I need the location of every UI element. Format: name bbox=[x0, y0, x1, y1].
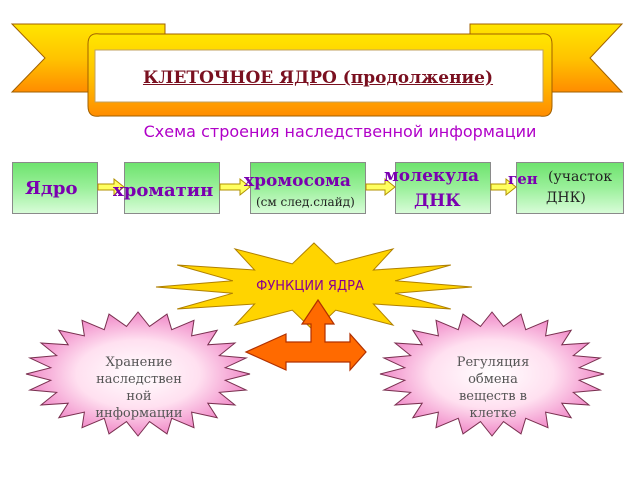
label-gene-note-1: (участок bbox=[548, 169, 613, 185]
storage-function: Хранение наследствен ной информации bbox=[72, 354, 206, 422]
label-molecule: молекула bbox=[384, 166, 480, 186]
arrow-2 bbox=[219, 177, 251, 197]
label-nucleus: Ядро bbox=[25, 178, 78, 199]
storage-line-3: ной bbox=[126, 389, 152, 404]
regulation-line-4: клетке bbox=[469, 406, 517, 421]
regulation-line-3: веществ в bbox=[458, 389, 528, 404]
diagram-subtitle: Схема строения наследственной информации bbox=[143, 122, 537, 141]
storage-line-4: информации bbox=[95, 406, 183, 421]
box-nucleus bbox=[12, 162, 98, 214]
label-dna: ДНК bbox=[414, 191, 461, 211]
regulation-function: Регуляция обмена веществ в клетке bbox=[430, 354, 556, 422]
storage-burst bbox=[25, 311, 251, 437]
label-gene-note-2: ДНК) bbox=[546, 190, 586, 206]
regulation-line-2: обмена bbox=[468, 372, 518, 387]
label-chromosome: хромосома bbox=[244, 171, 351, 191]
functions-split-arrow bbox=[244, 298, 367, 372]
arrow-4 bbox=[490, 177, 517, 197]
storage-line-1: Хранение bbox=[105, 355, 173, 370]
regulation-line-1: Регуляция bbox=[456, 355, 530, 370]
regulation-burst bbox=[379, 311, 605, 437]
label-gene: ген bbox=[508, 170, 538, 188]
arrow-3 bbox=[365, 177, 396, 197]
page-title: КЛЕТОЧНОЕ ЯДРО (продолжение) bbox=[142, 68, 494, 88]
label-chromatin: хроматин bbox=[113, 180, 214, 201]
functions-title: ФУНКЦИИ ЯДРА bbox=[256, 279, 364, 294]
box-gene bbox=[516, 162, 624, 214]
box-chromosome bbox=[250, 162, 366, 214]
storage-line-2: наследствен bbox=[96, 372, 182, 387]
box-dna bbox=[395, 162, 491, 214]
label-chromosome-note: (см след.слайд) bbox=[256, 195, 355, 209]
box-chromatin bbox=[124, 162, 220, 214]
arrow-1 bbox=[97, 177, 125, 197]
